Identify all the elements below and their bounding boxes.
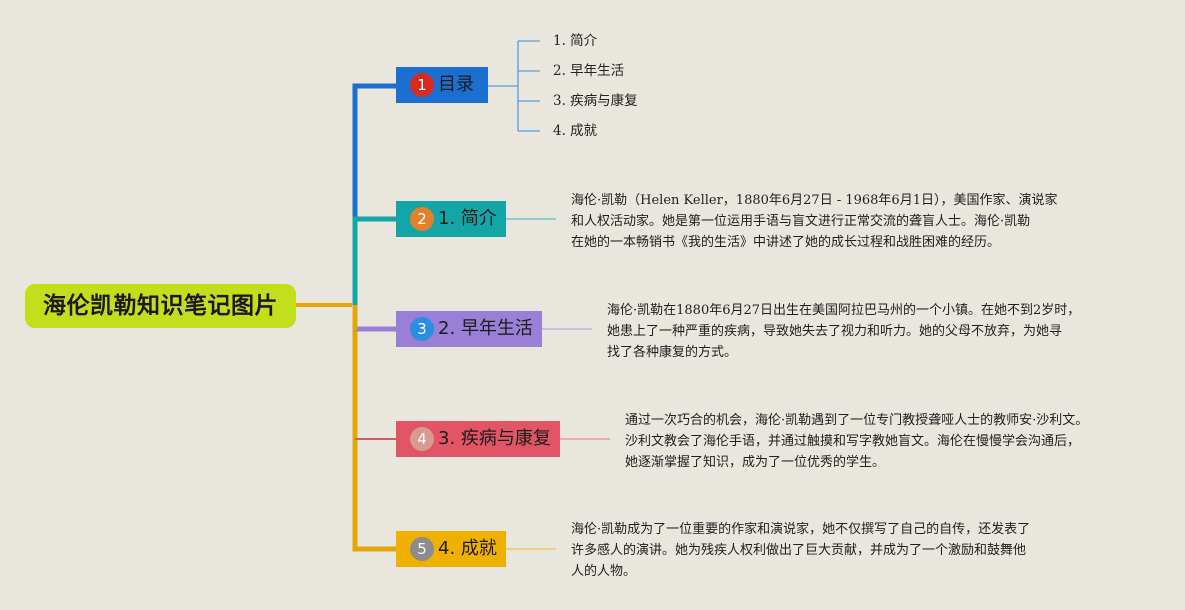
branch-early-life[interactable]: 3 2. 早年生活 — [396, 311, 542, 347]
early-life-line: 她患上了一种严重的疾病，导致她失去了视力和听力。她的父母不放弃，为她寻 — [607, 324, 1063, 339]
illness-recovery-line: 通过一次巧合的机会，海伦·凯勒遇到了一位专门教授聋哑人士的教师安·沙利文。 — [625, 413, 1089, 428]
toc-item-illness-recovery[interactable]: 3. 疾病与康复 — [553, 93, 638, 109]
branch-achievements-label: 4. 成就 — [438, 538, 497, 559]
illness-recovery-text: 通过一次巧合的机会，海伦·凯勒遇到了一位专门教授聋哑人士的教师安·沙利文。 沙利… — [625, 410, 1088, 473]
branch-toc-label: 目录 — [438, 74, 474, 95]
achievements-line: 人的人物。 — [571, 564, 637, 579]
number-4-icon: 4 — [410, 427, 434, 451]
root-topic[interactable]: 海伦凯勒知识笔记图片 — [25, 284, 296, 328]
trunk-lower-yellow — [352, 305, 396, 552]
achievements-text: 海伦·凯勒成为了一位重要的作家和演说家，她不仅撰写了自己的自传，还发表了 许多感… — [571, 519, 1030, 582]
intro-line: 和人权活动家。她是第一位运用手语与盲文进行正常交流的聋盲人士。海伦·凯勒 — [571, 214, 1031, 229]
intro-line: 在她的一本畅销书《我的生活》中讲述了她的成长过程和战胜困难的经历。 — [571, 235, 1001, 250]
branch-intro[interactable]: 2 1. 简介 — [396, 201, 506, 237]
intro-text: 海伦·凯勒（Helen Keller，1880年6月27日 - 1968年6月1… — [571, 190, 1057, 253]
branch-toc[interactable]: 1 目录 — [396, 67, 488, 103]
toc-item-achievements[interactable]: 4. 成就 — [553, 123, 598, 139]
illness-recovery-line: 沙利文教会了海伦手语，并通过触摸和写字教她盲文。海伦在慢慢学会沟通后， — [625, 434, 1081, 449]
branch-illness-recovery[interactable]: 4 3. 疾病与康复 — [396, 421, 560, 457]
trunk-upper-teal — [352, 216, 396, 305]
number-2-icon: 2 — [410, 207, 434, 231]
number-3-icon: 3 — [410, 317, 434, 341]
branch-early-life-label: 2. 早年生活 — [438, 318, 533, 339]
early-life-text: 海伦·凯勒在1880年6月27日出生在美国阿拉巴马州的一个小镇。在她不到2岁时，… — [607, 300, 1080, 363]
branch-achievements[interactable]: 5 4. 成就 — [396, 531, 506, 567]
number-5-icon: 5 — [410, 537, 434, 561]
illness-recovery-line: 她逐渐掌握了知识，成为了一位优秀的学生。 — [625, 455, 886, 470]
branch-illness-recovery-label: 3. 疾病与康复 — [438, 428, 551, 449]
achievements-line: 许多感人的演讲。她为残疾人权利做出了巨大贡献，并成为了一个激励和鼓舞他 — [571, 543, 1027, 558]
toc-item-intro[interactable]: 1. 简介 — [553, 33, 598, 49]
early-life-line: 找了各种康复的方式。 — [607, 345, 738, 360]
branch-intro-label: 1. 简介 — [438, 208, 497, 229]
early-life-line: 海伦·凯勒在1880年6月27日出生在美国阿拉巴马州的一个小镇。在她不到2岁时， — [607, 303, 1081, 318]
intro-line: 海伦·凯勒（Helen Keller，1880年6月27日 - 1968年6月1… — [571, 193, 1058, 208]
toc-connector — [488, 40, 540, 132]
toc-item-early-life[interactable]: 2. 早年生活 — [553, 63, 625, 79]
number-1-icon: 1 — [410, 73, 434, 97]
trunk-upper-blue — [352, 83, 396, 305]
achievements-line: 海伦·凯勒成为了一位重要的作家和演说家，她不仅撰写了自己的自传，还发表了 — [571, 522, 1031, 537]
